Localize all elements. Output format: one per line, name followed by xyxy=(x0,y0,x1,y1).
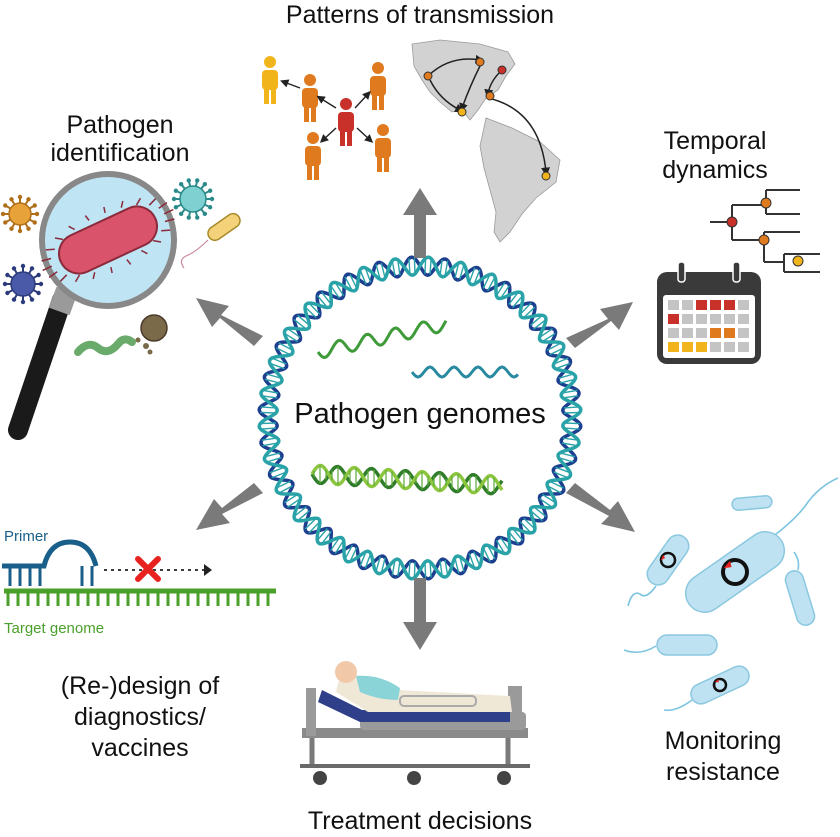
label-redesign-line2: diagnostics/ xyxy=(73,703,207,731)
label-monitoring-resistance-line2: resistance xyxy=(666,758,780,786)
south-america-shape xyxy=(479,117,561,243)
label-treatment-decisions: Treatment decisions xyxy=(307,807,533,835)
virus-orange xyxy=(0,194,40,234)
arrow-down xyxy=(403,578,437,650)
network-arrows xyxy=(280,79,374,143)
label-pathogen-identification-line1: Pathogen xyxy=(66,111,174,139)
label-primer: Primer xyxy=(4,528,49,545)
label-target-genome: Target genome xyxy=(4,620,105,637)
bacterium-yellow xyxy=(180,212,241,269)
americas-map xyxy=(411,39,561,243)
dna-ring-strand-b xyxy=(257,255,583,581)
arrow-upper-left xyxy=(196,298,263,346)
center-title-pathogen-genomes: Pathogen genomes xyxy=(294,398,546,430)
bacterium-rod-pink xyxy=(41,197,175,283)
primer-strand xyxy=(2,539,99,569)
resistance-bacteria xyxy=(623,477,839,712)
primer-diagram xyxy=(2,539,276,606)
arrow-lower-right xyxy=(566,483,635,532)
label-redesign-line3: vaccines xyxy=(91,734,189,762)
label-pathogen-identification-line2: identification xyxy=(50,139,190,167)
rna-strand-teal xyxy=(410,365,520,379)
fungus-green xyxy=(74,335,136,356)
rna-strand-green xyxy=(316,320,448,360)
arrow-upper-right xyxy=(566,302,633,348)
virus-blue xyxy=(2,263,44,305)
phylogenetic-tree xyxy=(710,189,820,273)
north-america-shape xyxy=(411,39,516,121)
label-temporal-dynamics-line2: dynamics xyxy=(662,156,768,184)
dna-ring xyxy=(257,255,583,581)
location-points xyxy=(423,57,551,181)
label-monitoring-resistance-line1: Monitoring xyxy=(664,727,782,755)
virus-teal xyxy=(171,178,215,220)
hospital-bed xyxy=(300,661,530,785)
label-patterns-of-transmission: Patterns of transmission xyxy=(285,1,555,29)
spread-arrows xyxy=(427,54,551,177)
spore-brown xyxy=(135,314,168,355)
arrow-lower-left xyxy=(196,483,263,530)
calendar-icon xyxy=(657,261,761,364)
label-redesign-line1: (Re-)design of xyxy=(60,672,220,700)
label-temporal-dynamics-line1: Temporal xyxy=(663,127,767,155)
transmission-network xyxy=(262,56,391,180)
dna-ring-rungs xyxy=(260,258,580,578)
arrows xyxy=(196,188,635,650)
arrow-up xyxy=(403,188,437,258)
block-cross-icon xyxy=(135,556,161,582)
dna-double-helix-green xyxy=(310,463,504,496)
magnifying-glass xyxy=(8,171,177,440)
